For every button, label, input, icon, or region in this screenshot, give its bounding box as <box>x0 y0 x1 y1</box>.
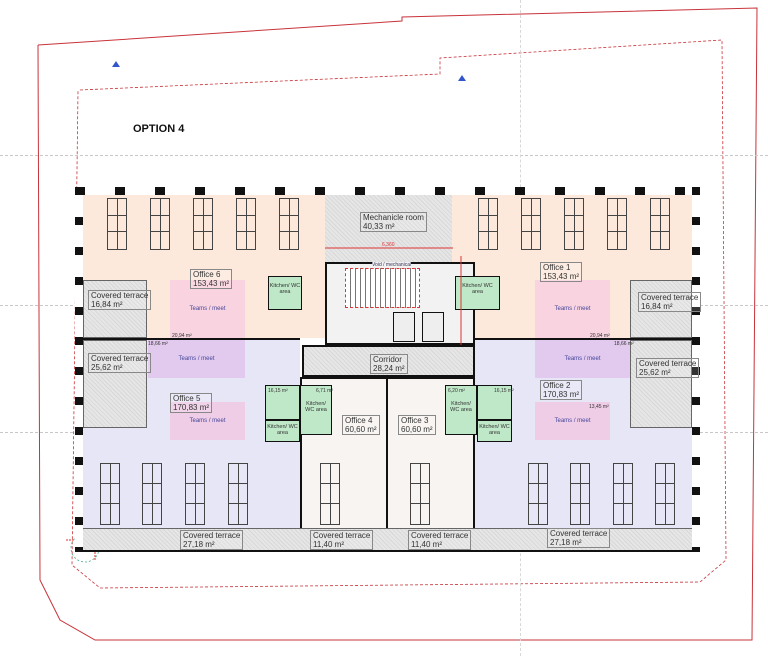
meet-label: Teams / meet <box>178 356 215 362</box>
desk-cluster <box>150 198 170 250</box>
desk-cluster <box>185 463 205 525</box>
meet-zone-office1: Teams / meet <box>535 280 610 338</box>
terrace-bottom <box>83 528 692 552</box>
dimension-label: 6,360 <box>382 242 395 248</box>
kitchen-office5: Kitchen/ WC area <box>265 420 300 442</box>
stair <box>345 268 420 308</box>
option-title: OPTION 4 <box>133 123 185 135</box>
void-label: Void / mechanical <box>372 262 412 268</box>
meet-label: Teams / meet <box>554 418 591 424</box>
desk-cluster <box>521 198 541 250</box>
kitchen-office6: Kitchen/ WC area <box>268 276 302 310</box>
desk-cluster <box>478 198 498 250</box>
desk-cluster <box>564 198 584 250</box>
east-wall <box>692 187 700 552</box>
elevator-1 <box>393 312 415 342</box>
desk-cluster <box>410 463 430 525</box>
meet-zone-office5-top: Teams / meet <box>148 340 245 378</box>
desk-cluster <box>650 198 670 250</box>
kitchen-office4: Kitchen/ WC area <box>300 385 332 435</box>
desk-cluster <box>107 198 127 250</box>
desk-cluster <box>100 463 120 525</box>
corridor <box>302 345 475 377</box>
area-note: 16,15 m² <box>494 388 514 394</box>
meet-zone-office6: Teams / meet <box>170 280 245 338</box>
desk-cluster <box>236 198 256 250</box>
meet-label: Teams / meet <box>189 306 226 312</box>
kitchen-office2: Kitchen/ WC area <box>477 420 512 442</box>
desk-cluster <box>607 198 627 250</box>
building-line <box>71 39 727 589</box>
area-note: 6,71 m² <box>316 388 333 394</box>
desk-cluster <box>613 463 633 525</box>
desk-cluster <box>528 463 548 525</box>
desk-cluster <box>279 198 299 250</box>
wc-office5 <box>265 385 300 420</box>
west-wall <box>75 187 83 552</box>
area-note: 6,20 m² <box>448 388 465 394</box>
meet-zone-office5: Teams / meet <box>170 402 245 440</box>
kitchen-office1: Kitchen/ WC area <box>455 276 500 310</box>
site-boundary-line <box>37 7 758 641</box>
terrace-mid-right <box>630 340 692 428</box>
kitchen-office3: Kitchen/ WC area <box>445 385 477 435</box>
desk-cluster <box>570 463 590 525</box>
area-note: 20,94 m² <box>172 333 192 339</box>
meet-zone-office2-top: Teams / meet <box>535 340 630 378</box>
terrace-top-right <box>630 280 692 338</box>
area-note: 18,66 m² <box>148 341 168 347</box>
desk-cluster <box>228 463 248 525</box>
wc-office2 <box>477 385 512 420</box>
area-note: 18,66 m² <box>614 341 634 347</box>
meet-label: Teams / meet <box>554 306 591 312</box>
north-wall <box>75 187 700 195</box>
desk-cluster <box>193 198 213 250</box>
area-note: 13,45 m² <box>589 404 609 410</box>
desk-cluster <box>655 463 675 525</box>
elevator-2 <box>422 312 444 342</box>
area-note: 20,94 m² <box>590 333 610 339</box>
meet-label: Teams / meet <box>189 418 226 424</box>
desk-cluster <box>320 463 340 525</box>
desk-cluster <box>142 463 162 525</box>
meet-label: Teams / meet <box>564 356 601 362</box>
meet-zone-office2: Teams / meet <box>535 402 610 440</box>
terrace-mid-left <box>83 340 147 428</box>
mechanical-room <box>325 195 452 265</box>
area-note: 16,15 m² <box>268 388 288 394</box>
